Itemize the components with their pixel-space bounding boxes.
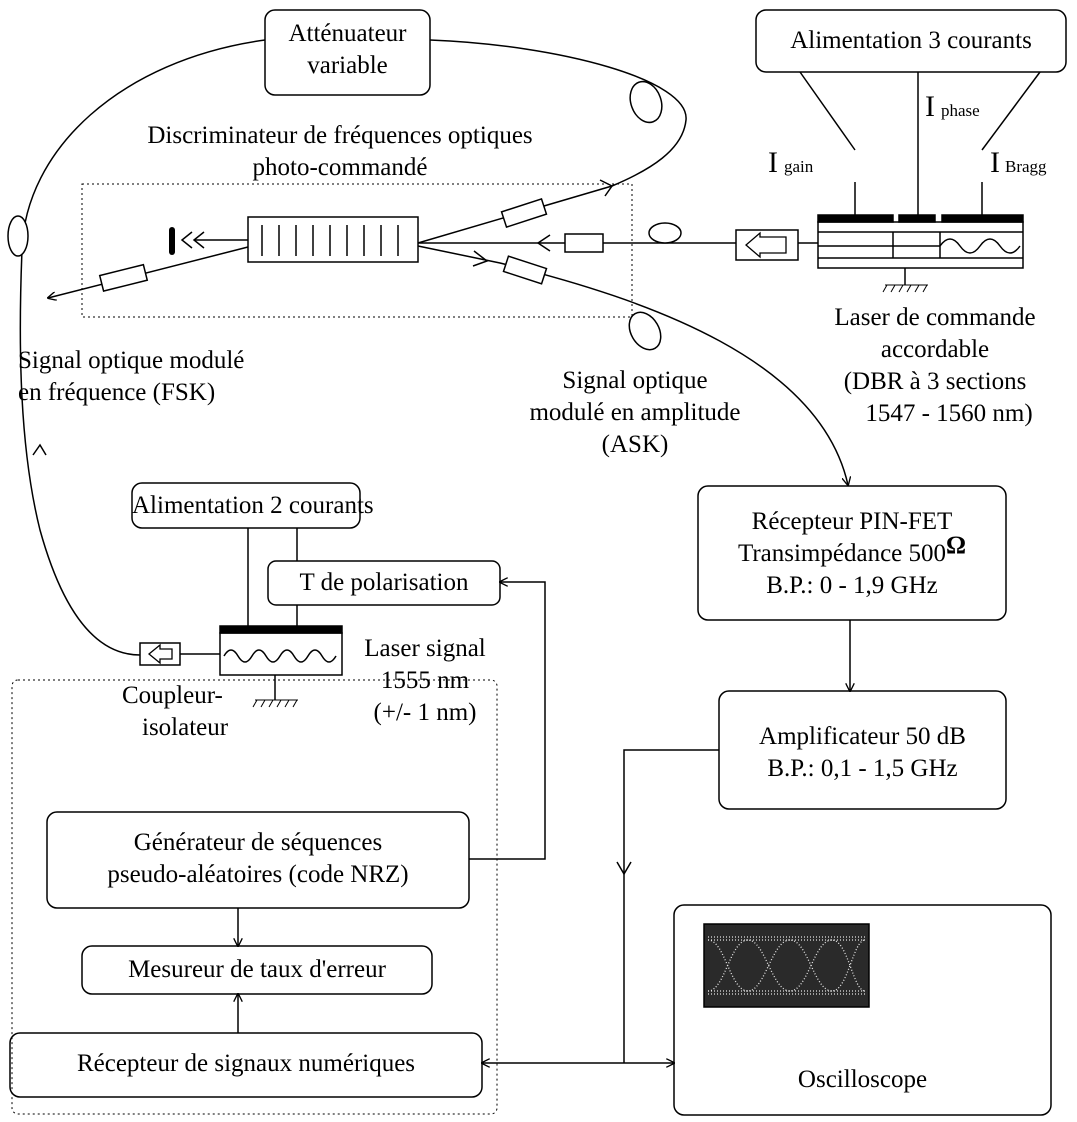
grating-lines [261, 225, 399, 256]
supply3-label: Alimentation 3 courants [790, 27, 1032, 54]
signal-laser-label: Laser signal 1555 nm (+/- 1 nm) [340, 633, 510, 729]
fsk-signal-label: Signal optique modulé en fréquence (FSK) [18, 345, 244, 409]
generator-label: Générateur de séquences pseudo-aléatoire… [47, 827, 469, 891]
receiver-line2: Transimpédance 500 [737, 540, 947, 567]
isolator-left [98, 263, 149, 292]
coupler-line1: Coupleur- [122, 682, 223, 709]
signal-laser-chip [219, 632, 343, 676]
fiber-loop-left [7, 215, 29, 257]
generator-line2: pseudo-aléatoires (code NRZ) [107, 861, 409, 888]
coupler-line2: isolateur [142, 714, 229, 741]
receiver-box [697, 485, 1007, 621]
supply3-box [755, 9, 1067, 73]
signal-laser-electrode [219, 625, 343, 634]
fsk-fiber [19, 39, 266, 656]
ber-test-frame [11, 679, 498, 1115]
generator-box [46, 811, 470, 909]
fiber-loop-top [629, 80, 663, 124]
error-meter-box [81, 945, 433, 995]
receiver-label: Récepteur PIN-FET Transimpédance 500Ω B.… [698, 506, 1006, 602]
attenuator-line2: variable [307, 52, 388, 79]
coupler-label: Coupleur- isolateur [122, 680, 228, 744]
signal-laser-line1: Laser signal [364, 635, 486, 662]
arrowhead-left [180, 231, 205, 249]
isolator-upper [500, 197, 548, 229]
control-laser-line4: 1547 - 1560 nm) [865, 400, 1033, 427]
amplifier-line1: Amplificateur 50 dB [759, 723, 966, 750]
discriminator-line2: photo-commandé [252, 154, 428, 181]
electrode-gain [817, 214, 894, 223]
error-meter-label: Mesureur de taux d'erreur [128, 956, 386, 983]
discriminator-title: Discriminateur de fréquences optiques ph… [100, 120, 580, 184]
fsk-signal-line1: Signal optique modulé [18, 347, 245, 374]
grating-component [247, 216, 419, 263]
receiver-line1: Récepteur PIN-FET [751, 508, 953, 535]
supply2-box [131, 482, 361, 529]
control-laser-line1: Laser de commande [834, 304, 1036, 331]
control-laser-line2: accordable [880, 336, 990, 363]
ask-signal-line1: Signal optique [562, 367, 708, 394]
fsk-signal-line2: en fréquence (FSK) [18, 379, 216, 406]
isolator-ask [502, 255, 548, 285]
attenuator-box [264, 9, 431, 96]
amplifier-label: Amplificateur 50 dB B.P.: 0,1 - 1,5 GHz [719, 721, 1006, 785]
control-isolator-box [735, 229, 799, 261]
receiver-line3: B.P.: 0 - 1,9 GHz [766, 572, 938, 599]
electrode-phase [898, 214, 936, 223]
receiver-line2-row: Transimpédance 500Ω [698, 532, 1006, 570]
signal-laser-line2: 1555 nm [380, 667, 470, 694]
ground-icon-signal [252, 699, 298, 708]
control-isolator-arrow-icon [745, 231, 787, 259]
signal-laser-line3: (+/- 1 nm) [373, 699, 477, 726]
isolator-control [564, 233, 604, 253]
feedback-fiber [417, 39, 687, 244]
fiber-loop-ask [628, 311, 662, 351]
electrode-bragg [941, 214, 1024, 223]
ohm-symbol: Ω [946, 532, 967, 559]
oscilloscope-label: Oscilloscope [797, 1066, 928, 1093]
amplifier-line2: B.P.: 0,1 - 1,5 GHz [767, 755, 958, 782]
discriminator-frame [81, 183, 633, 318]
oscilloscope-box [673, 904, 1052, 1116]
digital-receiver-label: Récepteur de signaux numériques [76, 1050, 416, 1077]
supply2-label: Alimentation 2 courants [132, 492, 374, 519]
bias-tee-label: T de polarisation [299, 569, 469, 596]
attenuator-line1: Atténuateur [288, 20, 407, 47]
coupler-arrow-icon [147, 643, 173, 665]
discriminator-line1: Discriminateur de fréquences optiques [147, 122, 533, 149]
ask-signal-line3: (ASK) [601, 431, 669, 458]
control-laser-line3: (DBR à 3 sections [843, 368, 1027, 395]
fiber-loop-control [648, 222, 682, 244]
attenuator-label: Atténuateur variable [265, 18, 430, 82]
ground-icon-control [882, 284, 928, 293]
ask-signal-label: Signal optique modulé en amplitude (ASK) [505, 365, 765, 461]
generator-line1: Générateur de séquences [133, 829, 383, 856]
control-laser-label: Laser de commande accordable (DBR à 3 se… [800, 302, 1070, 430]
oscilloscope-screen [703, 923, 870, 1008]
dbr-laser-chip [817, 221, 1024, 269]
ask-signal-line2: modulé en amplitude [529, 399, 741, 426]
